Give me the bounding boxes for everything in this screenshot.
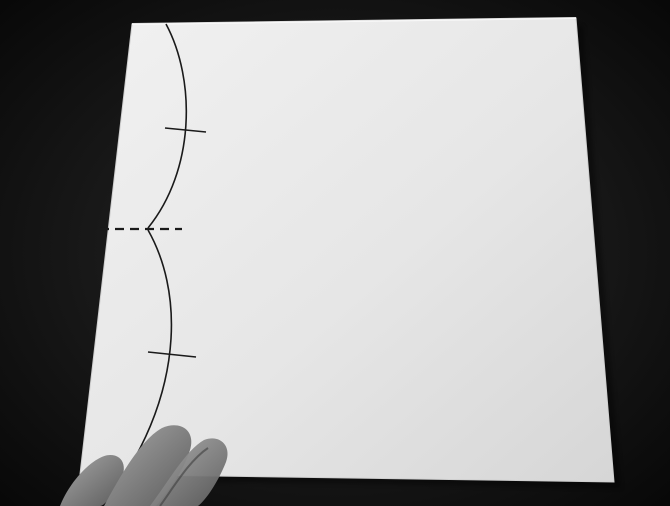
paper-sheet [80, 18, 614, 482]
